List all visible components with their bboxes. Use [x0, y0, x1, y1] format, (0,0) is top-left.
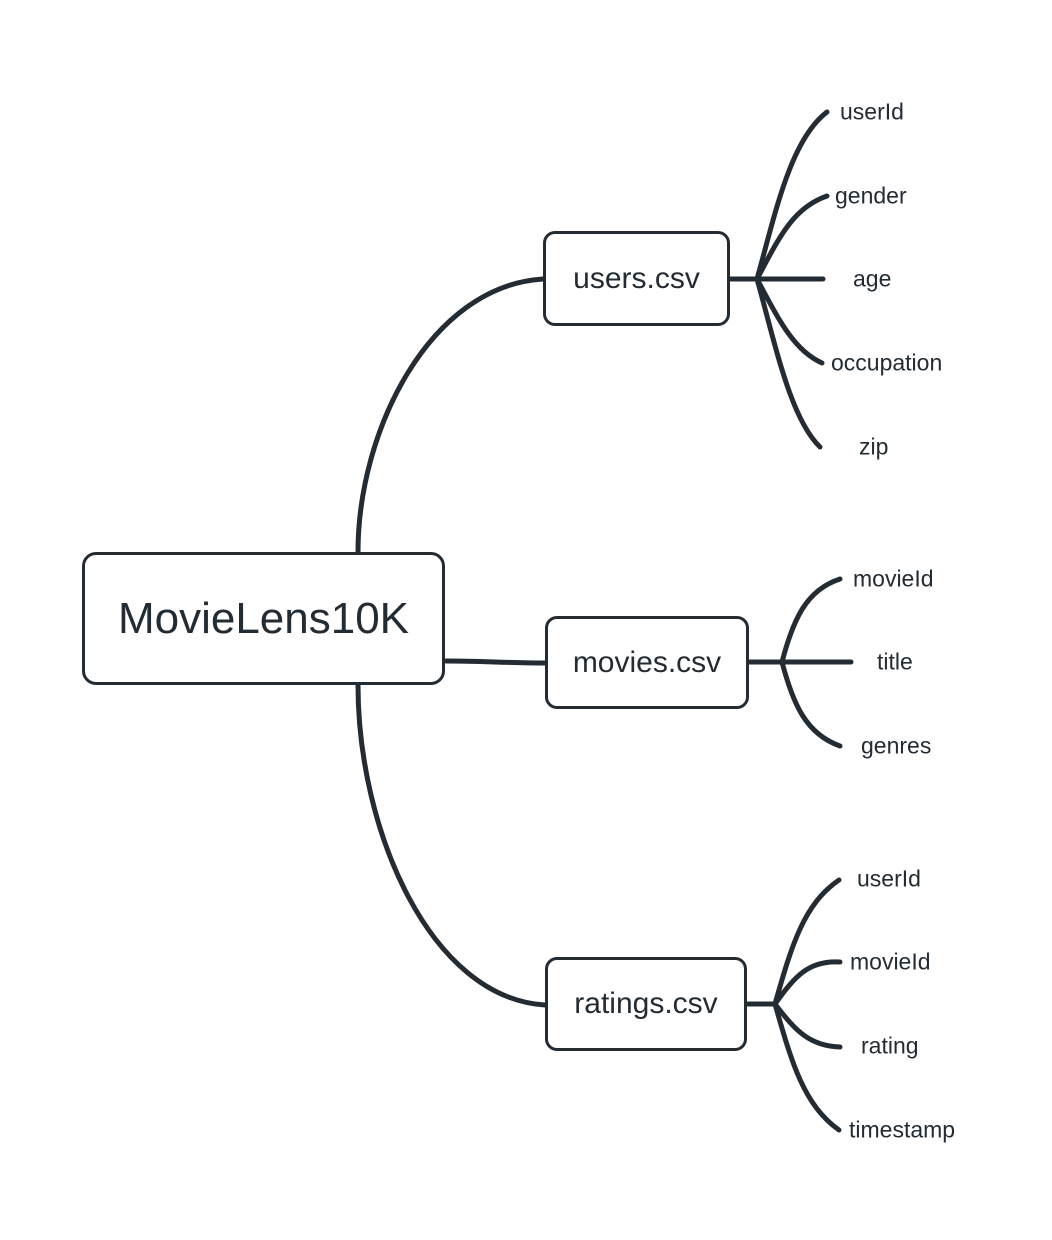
leaf-ratings-movieid: movieId — [850, 948, 931, 975]
node-ratings-csv-label: ratings.csv — [574, 987, 718, 1020]
node-root-label: MovieLens10K — [117, 593, 410, 643]
leaf-ratings-timestamp: timestamp — [849, 1116, 956, 1143]
leaf-movies-movieid: movieId — [853, 565, 934, 592]
leaf-ratings-rating: rating — [861, 1032, 919, 1059]
leaf-movies-genres: genres — [861, 732, 932, 759]
leaf-users-occupation: occupation — [831, 349, 943, 376]
edge-movies-movieId — [779, 576, 843, 665]
edge-root-ratings — [355, 682, 548, 1008]
edge-ratings-movieId — [772, 959, 843, 1007]
node-movies-csv-label: movies.csv — [572, 645, 722, 679]
node-users-csv[interactable]: users.csv — [543, 231, 730, 326]
leaf-ratings-userid: userId — [857, 865, 921, 892]
leaf-movies-title: title — [877, 648, 913, 675]
node-users-csv-label: users.csv — [573, 261, 700, 295]
edge-ratings-rating — [772, 1001, 843, 1050]
edge-ratings-userId — [772, 877, 842, 1007]
node-root[interactable]: MovieLens10K — [82, 552, 445, 685]
edge-root-movies — [443, 658, 548, 666]
edge-users-occupation — [754, 276, 825, 366]
node-movies-csv[interactable]: movies.csv — [545, 616, 749, 709]
edge-users-zip — [754, 276, 823, 450]
edge-users-gender — [754, 193, 830, 282]
leaf-users-gender: gender — [835, 182, 907, 209]
edge-ratings-timestamp — [772, 1001, 842, 1133]
leaf-users-age: age — [853, 265, 892, 292]
edge-movies-genres — [779, 659, 843, 749]
edge-users-userId — [754, 109, 830, 282]
edge-root-users — [355, 276, 546, 555]
node-ratings-csv[interactable]: ratings.csv — [545, 957, 747, 1051]
leaf-users-zip: zip — [859, 433, 889, 460]
leaf-users-userid: userId — [840, 98, 904, 125]
